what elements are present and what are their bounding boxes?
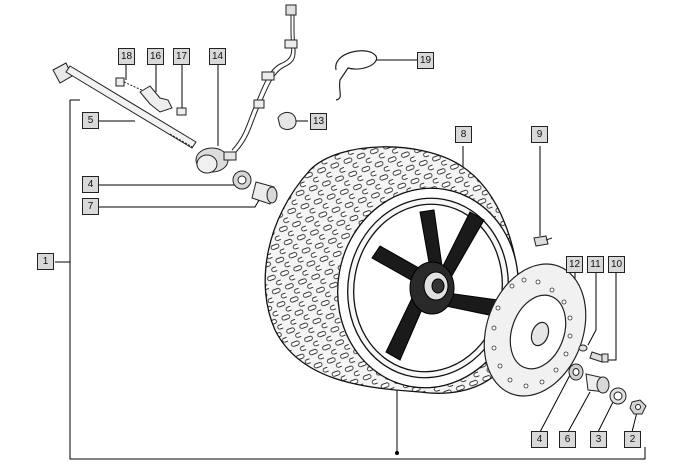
callout-18[interactable]: 18 (118, 48, 135, 65)
callout-14[interactable]: 14 (209, 48, 226, 65)
callout-5[interactable]: 5 (82, 112, 99, 129)
callout-13[interactable]: 13 (310, 113, 327, 130)
callout-10[interactable]: 10 (608, 256, 625, 273)
callout-6[interactable]: 6 (559, 431, 576, 448)
speedometer-cable (231, 4, 298, 153)
wheel-center-dot (395, 451, 399, 455)
brake-disc (483, 263, 587, 397)
brake-disc-holes (491, 277, 573, 389)
callout-16[interactable]: 16 (147, 48, 164, 65)
leader-lines (55, 59, 646, 460)
callout-1[interactable]: 1 (37, 253, 54, 270)
wheel-hub (409, 261, 455, 315)
axle-bolt (52, 62, 197, 149)
disc-bolt-washer (578, 344, 609, 363)
callout-4-upper[interactable]: 4 (82, 176, 99, 193)
callout-9[interactable]: 9 (531, 126, 548, 143)
callout-4-lower[interactable]: 4 (531, 431, 548, 448)
speedometer-gear (195, 147, 237, 174)
wire-spring (335, 50, 378, 101)
upper-bearing-spacer (232, 170, 278, 205)
callout-3[interactable]: 3 (590, 431, 607, 448)
bolt-bracket-group (115, 77, 187, 116)
callout-19[interactable]: 19 (417, 52, 434, 69)
tyre-valve (533, 235, 553, 247)
callout-12[interactable]: 12 (566, 256, 583, 273)
lower-bearing-seal-nut (568, 363, 647, 415)
callout-2[interactable]: 2 (624, 431, 641, 448)
cable-clip (277, 112, 297, 130)
callout-8[interactable]: 8 (455, 126, 472, 143)
callout-11[interactable]: 11 (587, 256, 604, 273)
callout-17[interactable]: 17 (173, 48, 190, 65)
callout-7[interactable]: 7 (82, 198, 99, 215)
